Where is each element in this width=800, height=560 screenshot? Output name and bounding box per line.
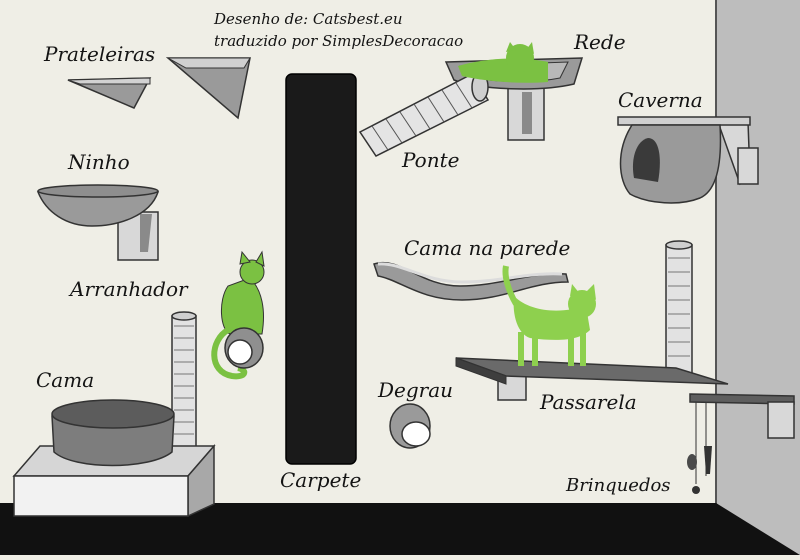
cat-on-catwalk [502,265,596,366]
label-prateleiras: Prateleiras [44,42,156,66]
label-caverna: Caverna [618,88,703,112]
cat-in-hammock [458,42,548,83]
label-degrau: Degrau [378,378,454,402]
wall-bed [373,261,569,301]
nest [36,184,160,261]
step [389,403,431,449]
side-wall [716,0,800,555]
label-cama-na-parede: Cama na parede [404,236,571,260]
label-ninho: Ninho [68,150,130,174]
credit-line-1: Desenho de: Catsbest.eu [214,10,403,28]
bridge [358,72,490,157]
shelf-large [165,57,251,120]
cat-on-scratcher [211,250,265,380]
credit-line-2: traduzido por SimplesDecoracao [214,32,464,50]
label-arranhador: Arranhador [70,277,188,301]
label-cama: Cama [36,368,95,392]
label-rede: Rede [574,30,626,54]
cave [617,116,759,204]
label-ponte: Ponte [402,148,460,172]
scratching-post [171,311,197,451]
bed [12,399,216,518]
floor [0,503,800,555]
catwalk [455,240,795,439]
carpet-strip [285,73,357,465]
shelf-small [67,77,152,109]
label-carpete: Carpete [280,468,362,492]
label-passarela: Passarela [540,390,637,414]
label-brinquedos: Brinquedos [566,475,671,496]
toys [687,402,712,494]
